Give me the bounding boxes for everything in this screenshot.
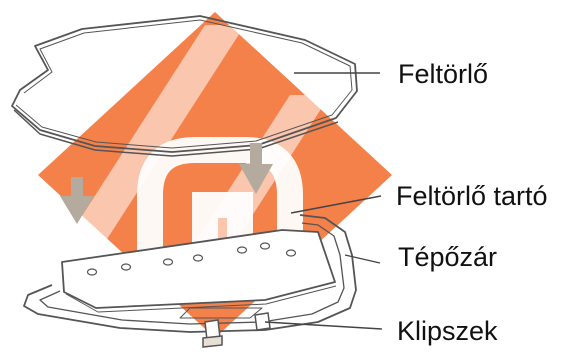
leader-velcro bbox=[345, 255, 380, 263]
label-clips: Klipszek bbox=[397, 318, 498, 345]
label-velcro: Tépőzár bbox=[398, 244, 497, 271]
label-mop-pad: Feltörlő bbox=[398, 61, 488, 88]
clip-latch bbox=[203, 336, 222, 347]
label-mop-holder: Feltörlő tartó bbox=[396, 183, 548, 210]
